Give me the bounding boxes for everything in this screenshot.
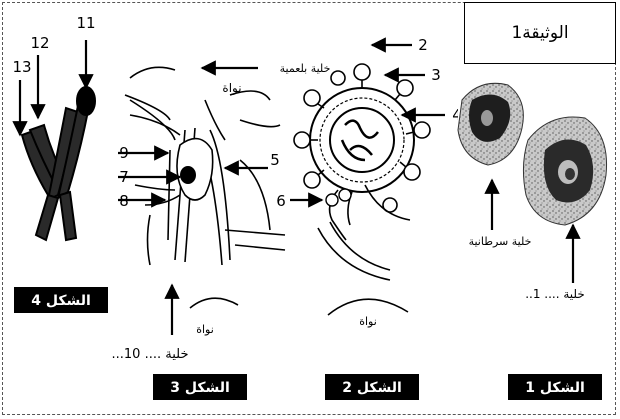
nucleus-top-arc (130, 67, 175, 78)
annotation-nucleus-bottom: نواة (196, 323, 214, 336)
label-3: 3 (431, 66, 441, 84)
label-2: 2 (418, 36, 428, 54)
label-8: 7 (119, 168, 129, 186)
annotation-cancer-cell: خلية سرطانية (469, 235, 532, 248)
document-title-box: الوثيقة1 (464, 2, 616, 64)
label-6: 6 (276, 192, 286, 210)
label-12: 12 (30, 34, 49, 52)
annotation-nucleus-top: نواة (222, 81, 241, 96)
figure2-label: الشكل 2 (342, 380, 402, 396)
annotation-cell-10: خلية .... 10... (112, 347, 189, 362)
label-11: 11 (76, 14, 95, 32)
label-13: 13 (12, 58, 31, 76)
virus-core (330, 108, 394, 172)
annotation-phagocytic-cell: خلية بلعمية (280, 62, 331, 75)
label-5: 5 (270, 151, 280, 169)
document-title: الوثيقة1 (511, 23, 568, 43)
figure4-antibody: 11 12 13 (12, 14, 95, 240)
nucleus-bottom-arc (190, 298, 238, 308)
nucleus-arc (328, 299, 408, 315)
label-9: 8 (119, 192, 129, 210)
annotation-nucleus: نواة (359, 315, 377, 328)
label-7: 9 (119, 144, 129, 162)
figure2-virus (294, 64, 430, 315)
figure3-label: الشكل 3 (170, 380, 230, 396)
annotation-cell-1: خلية .... 1.. (525, 287, 585, 301)
figure1-micrograph (458, 72, 610, 250)
engulfed-particle (180, 166, 196, 184)
figure4-label: الشكل 4 (31, 293, 91, 309)
figure1-label: الشكل 1 (525, 380, 585, 396)
antibody-shape (22, 87, 95, 240)
